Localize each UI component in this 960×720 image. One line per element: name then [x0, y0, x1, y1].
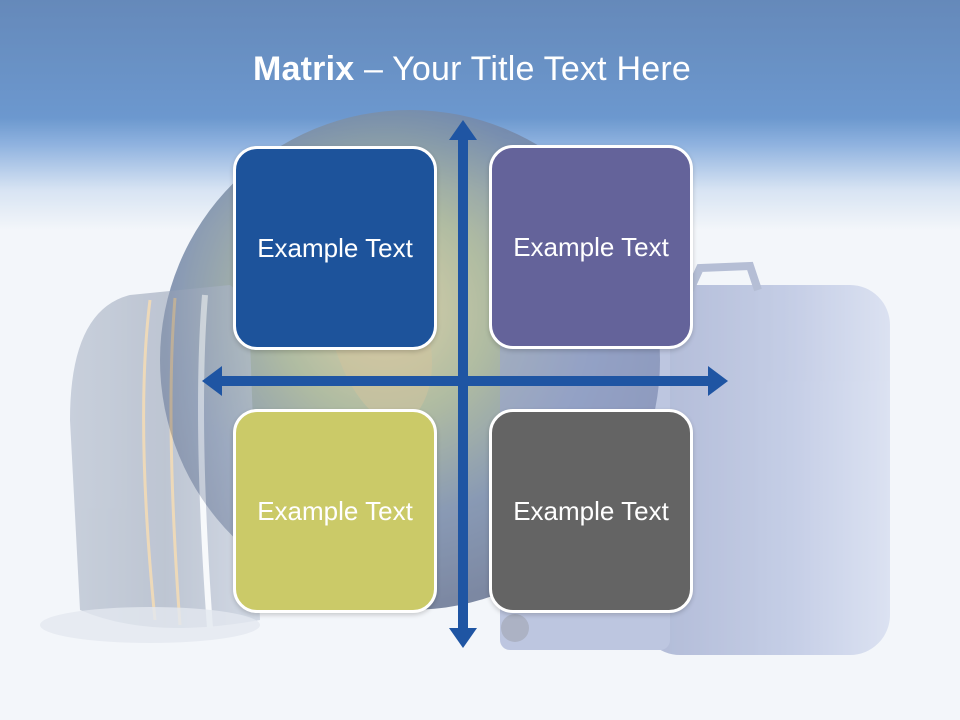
- quadrant-bottom-left: Example Text: [233, 409, 437, 613]
- slide-title: Matrix – Your Title Text Here: [0, 50, 944, 89]
- quadrant-bottom-right: Example Text: [489, 409, 693, 613]
- arrow-up-icon: [449, 120, 477, 140]
- quadrant-label: Example Text: [513, 232, 669, 262]
- quadrant-label: Example Text: [257, 496, 413, 526]
- arrow-right-icon: [708, 366, 728, 396]
- quadrant-label: Example Text: [257, 233, 413, 263]
- horizontal-axis-line: [218, 376, 710, 386]
- quadrant-top-left: Example Text: [233, 146, 437, 350]
- quadrant-top-right: Example Text: [489, 145, 693, 349]
- title-rest: – Your Title Text Here: [354, 50, 691, 88]
- backpack-illustration: [40, 285, 260, 643]
- arrow-left-icon: [202, 366, 222, 396]
- title-bold: Matrix: [253, 50, 355, 88]
- arrow-down-icon: [449, 628, 477, 648]
- quadrant-label: Example Text: [513, 496, 669, 526]
